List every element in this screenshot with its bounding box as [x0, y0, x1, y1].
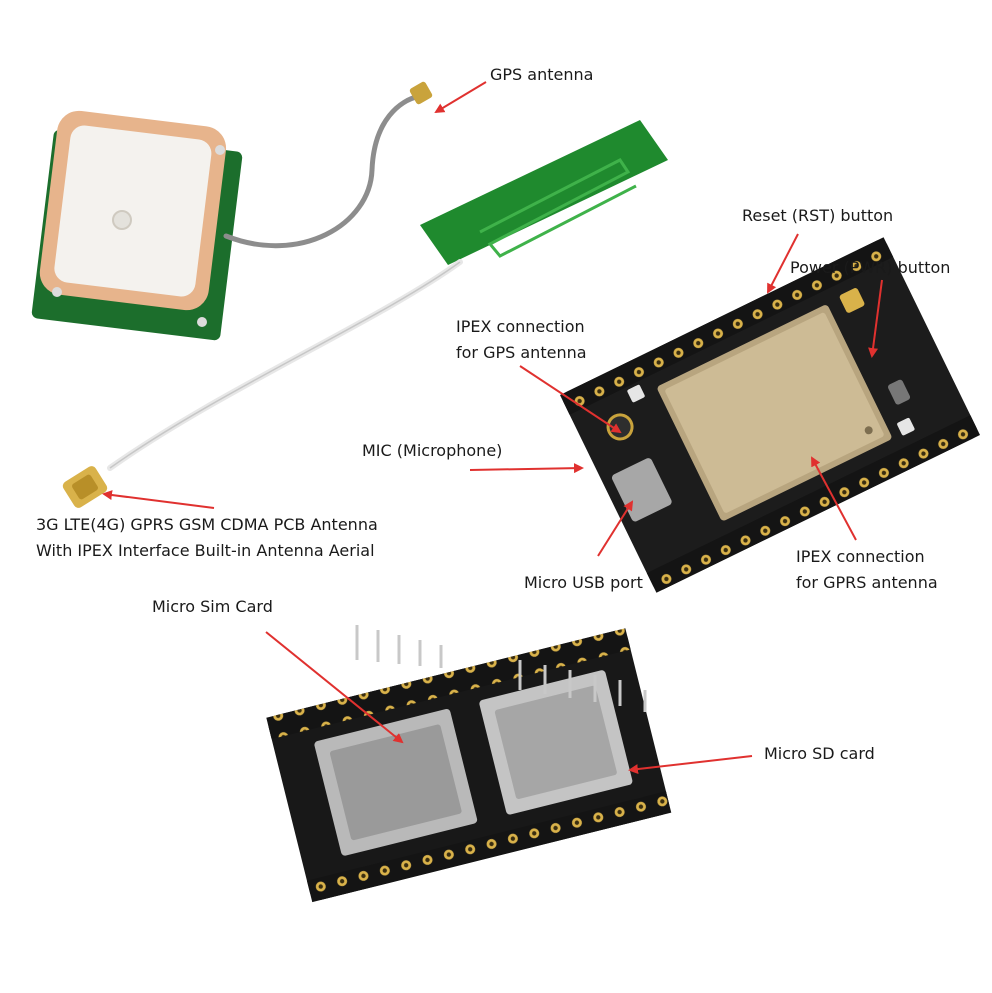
gps-cable: [223, 93, 423, 249]
arrow-power-button: [868, 279, 883, 358]
arrow-gps-antenna: [434, 81, 487, 114]
module-header-bottom: [646, 415, 981, 593]
pcb-antenna-trace: [479, 158, 637, 258]
pcb-antenna-board: [420, 120, 668, 265]
underside-header-bottom: [306, 791, 672, 903]
pcb-antenna: [62, 120, 668, 508]
label-pcb-antenna: 3G LTE(4G) GPRS GSM CDMA PCB Antenna Wit…: [36, 515, 378, 560]
gps-patch-antenna: [31, 81, 433, 341]
arrow-micro-sim: [265, 631, 404, 744]
gps-board-hole: [215, 145, 225, 155]
arrow-micro-sd: [628, 755, 753, 775]
gps-ceramic-top: [54, 125, 212, 297]
module-header-top: [559, 237, 894, 415]
label-micro-sd: Micro SD card: [764, 744, 875, 763]
reset-button-part: [839, 288, 865, 313]
label-reset-button: Reset (RST) button: [742, 206, 894, 225]
ipex-gprs-socket: [897, 417, 915, 436]
module-rf-chip-top: [665, 312, 884, 513]
label-ipex-gps: IPEX connection for GPS antenna: [456, 317, 587, 362]
arrow-micro-usb: [597, 500, 634, 557]
power-button-part: [888, 379, 911, 405]
label-gps-antenna: GPS antenna: [490, 65, 594, 84]
gps-board-hole: [52, 287, 62, 297]
label-ipex-gprs: IPEX connection for GPRS antenna: [796, 547, 938, 592]
a9g-module-board: [559, 237, 981, 593]
gps-board-hole: [197, 317, 207, 327]
a9g-module-underside: [266, 628, 672, 903]
gps-feed-pin: [112, 210, 132, 230]
label-microphone: MIC (Microphone): [362, 441, 503, 460]
underside-pins: [355, 625, 647, 712]
module-chip-dot: [864, 426, 873, 435]
pcb-antenna-ipex-connector-inner: [72, 474, 98, 500]
arrow-pcb-antenna: [102, 490, 215, 509]
label-micro-usb: Micro USB port: [524, 573, 643, 592]
arrow-reset-button: [767, 233, 799, 294]
underside-header-top: [266, 628, 631, 740]
arrow-ipex-gprs: [811, 456, 857, 541]
sim-card-slot-inner: [329, 724, 462, 841]
arrow-microphone: [469, 463, 584, 474]
gps-ipex-connector: [409, 81, 433, 105]
label-power-button: Power (PWR) button: [790, 258, 951, 277]
pcb-antenna-cable-shade: [109, 261, 461, 469]
arrow-ipex-gps: [519, 365, 622, 434]
label-micro-sim: Micro Sim Card: [152, 597, 273, 616]
callout-arrows: [102, 81, 883, 775]
sd-card-slot-inner: [494, 685, 617, 799]
ipex-gps-socket: [627, 384, 645, 403]
